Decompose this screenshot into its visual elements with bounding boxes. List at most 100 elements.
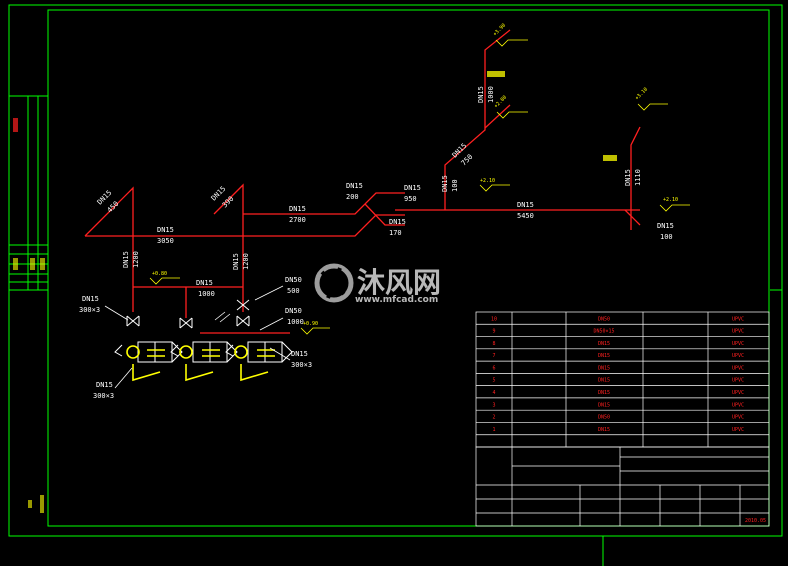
pipe-network: [84, 29, 641, 334]
basin-3-arrow: [281, 341, 293, 363]
basin-1-arrow: [171, 341, 183, 363]
level-label: +0.90: [303, 321, 318, 327]
table-cell-mat: UPVC: [732, 427, 744, 433]
watermark-url: www.mfcad.com: [355, 295, 438, 305]
table-cell-spec: DN50: [598, 415, 610, 421]
pipe-labels: DN15 450 DN15 390 DN15 3050 DN15 2700 DN…: [79, 86, 674, 400]
basin-1-lines: [147, 349, 165, 357]
pipe-size-label: DN15: [196, 279, 213, 287]
table-cell-no: 7: [492, 353, 495, 359]
title-date: 2010.05: [745, 518, 766, 524]
table-cell-mat: UPVC: [732, 378, 744, 384]
table-cell-no: 6: [492, 365, 495, 371]
left-strip-mark: [40, 495, 44, 513]
left-strip-mark: [40, 258, 45, 270]
level-mark-3: [479, 184, 510, 192]
table-cell-mat: UPVC: [732, 329, 744, 335]
pipe-size-label: DN15: [232, 253, 240, 270]
level-label: +2.80: [493, 95, 508, 110]
pipe-length-label: 390: [221, 195, 236, 210]
left-strip-mark: [13, 258, 18, 270]
pipe-length-label: 100: [451, 179, 459, 192]
pipe-length-label: 300×3: [93, 392, 114, 400]
pipe-size-label: DN15: [96, 381, 113, 389]
level-mark-7: [637, 103, 668, 111]
watermark: 沐风网 www.mfcad.com: [314, 263, 441, 305]
level-mark-5: [149, 277, 180, 285]
leader-5: [259, 317, 284, 331]
leader-3: [269, 347, 291, 361]
level-mark-1: [495, 39, 528, 47]
pipe-size-label: DN15: [157, 226, 174, 234]
basin-3-tail: [225, 344, 234, 357]
pipe-size-label: DN15: [82, 295, 99, 303]
table-cell-mat: UPVC: [732, 316, 744, 322]
basin-3-lines: [257, 349, 275, 357]
level-label: +3.10: [634, 87, 649, 102]
level-label: +2.10: [663, 197, 678, 203]
watermark-brand: 沐风网: [357, 266, 441, 299]
level-mark-2: [496, 111, 528, 119]
basin-2-arrow: [226, 341, 238, 363]
level-mark-6: [300, 327, 330, 335]
left-strip-mark: [30, 258, 35, 270]
level-markers: [149, 39, 690, 335]
leader-4: [254, 285, 284, 301]
table-cell-spec: DN15: [598, 341, 610, 347]
trap-3: [240, 364, 269, 382]
left-strip-mark: [13, 118, 18, 132]
level-label: +2.10: [480, 178, 495, 184]
pipe-length-label: 1000: [287, 318, 304, 326]
table-cell-mat: UPVC: [732, 353, 744, 359]
table-row-lines: [476, 323, 769, 436]
pipe-size-label: DN15: [122, 251, 130, 268]
table-cell-spec: DN15: [598, 353, 610, 359]
note-tag-1: [487, 71, 505, 77]
valve-4: [236, 299, 250, 311]
level-label: +3.90: [492, 23, 507, 38]
pipe-size-label: DN15: [517, 201, 534, 209]
title-block-text: 2010.05: [745, 518, 766, 524]
pipe-length-label: 100: [660, 233, 673, 241]
table-cell-no: 4: [492, 390, 495, 396]
table-cell-no: 5: [492, 378, 495, 384]
valve-1: [126, 315, 140, 327]
table-cell-spec: DN50: [598, 316, 610, 322]
break-mark: [214, 311, 231, 323]
pipe-riser-1: [84, 186, 134, 237]
drain-2: [179, 345, 193, 359]
pipe-length-label: 750: [460, 153, 475, 168]
valve-3: [236, 315, 250, 327]
table-cell-mat: UPVC: [732, 415, 744, 421]
pipe-size-label: DN15: [477, 86, 485, 103]
outer-border: [8, 4, 783, 537]
table-cell-mat: UPVC: [732, 341, 744, 347]
note-tag-2: [603, 155, 617, 161]
table-cell-no: 2: [492, 415, 495, 421]
table-cell-no: 9: [492, 329, 495, 335]
leader-lines: [104, 285, 291, 389]
pipe-riser-2: [213, 183, 244, 236]
pipe-length-label: 500: [287, 287, 300, 295]
left-strip-mark: [28, 500, 32, 508]
leader-2: [114, 367, 133, 389]
pipe-size-label: DN15: [624, 169, 632, 186]
pipe-length-label: 200: [346, 193, 359, 201]
trap-2: [185, 364, 214, 382]
pipe-size-label: DN15: [441, 175, 449, 192]
pipe-length-label: 1110: [634, 169, 642, 186]
watermark-logo: [314, 263, 354, 303]
pipe-length-label: 1200: [132, 251, 140, 268]
pipe-length-label: 170: [389, 229, 402, 237]
table-outline: [475, 311, 770, 448]
pipe-size-label: DN15: [291, 350, 308, 358]
pipe-branch-170: [364, 203, 405, 226]
trap-1: [132, 364, 161, 382]
leader-1: [104, 305, 129, 321]
table-cell-spec: DN50×15: [593, 329, 614, 335]
pipe-riser-right: [444, 29, 511, 210]
table-cell-mat: UPVC: [732, 390, 744, 396]
fixture-group: [114, 299, 293, 363]
